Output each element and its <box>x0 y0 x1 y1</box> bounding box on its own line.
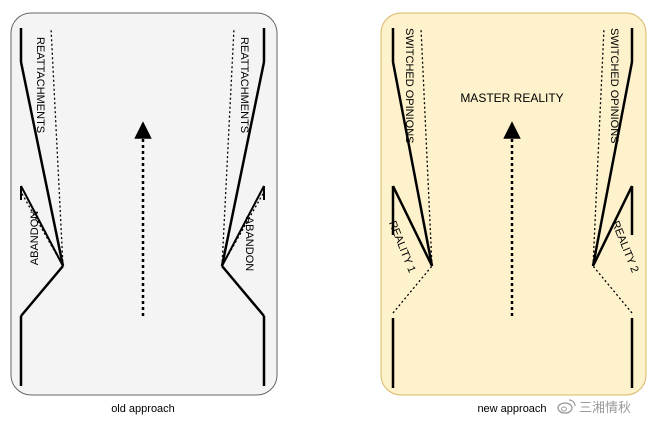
old-right-branch-dotted <box>221 191 265 267</box>
old-panel-background <box>10 12 278 396</box>
watermark: 三湘情秋 <box>557 399 631 416</box>
old-right-main-line <box>220 61 266 267</box>
new-left-upper-label: SWITCHED OPINIONS <box>403 28 415 144</box>
old-right-upper-label: REATTACHMENTS <box>238 37 250 133</box>
old-approach-caption: old approach <box>111 403 175 415</box>
new-right-switched-line <box>591 61 634 267</box>
old-left-upper-label: REATTACHMENTS <box>34 37 46 133</box>
watermark-text: 三湘情秋 <box>579 401 631 416</box>
new-left-dotted-top <box>420 27 433 267</box>
weibo-icon <box>557 399 576 414</box>
new-left-dotted-lower <box>392 265 433 314</box>
old-approach-panel: REATTACHMENTS ABANDON REATTACHMENTS ABAN… <box>10 12 278 415</box>
old-right-lower-label: ABANDON <box>243 217 255 271</box>
new-approach-caption: new approach <box>477 403 546 415</box>
new-approach-panel: MASTER REALITY SWITCHED OPINIONS REALITY… <box>380 12 647 415</box>
old-left-abandon-line <box>20 265 64 317</box>
new-right-dotted-top <box>592 27 605 267</box>
new-panel-title: MASTER REALITY <box>460 91 563 105</box>
new-right-dotted-lower <box>592 265 633 314</box>
new-left-reality-line <box>391 185 434 267</box>
new-right-reality-line <box>591 185 634 267</box>
old-left-main-line <box>19 61 65 267</box>
new-left-switched-line <box>391 61 434 267</box>
new-panel-background <box>380 12 647 396</box>
old-right-dotted-top <box>221 27 235 267</box>
old-right-abandon-line <box>221 265 265 317</box>
new-right-upper-label: SWITCHED OPINIONS <box>608 28 620 144</box>
old-left-branch-dotted <box>20 191 64 267</box>
old-left-dotted-top <box>50 27 64 267</box>
old-left-lower-label: ABANDON <box>29 211 41 265</box>
